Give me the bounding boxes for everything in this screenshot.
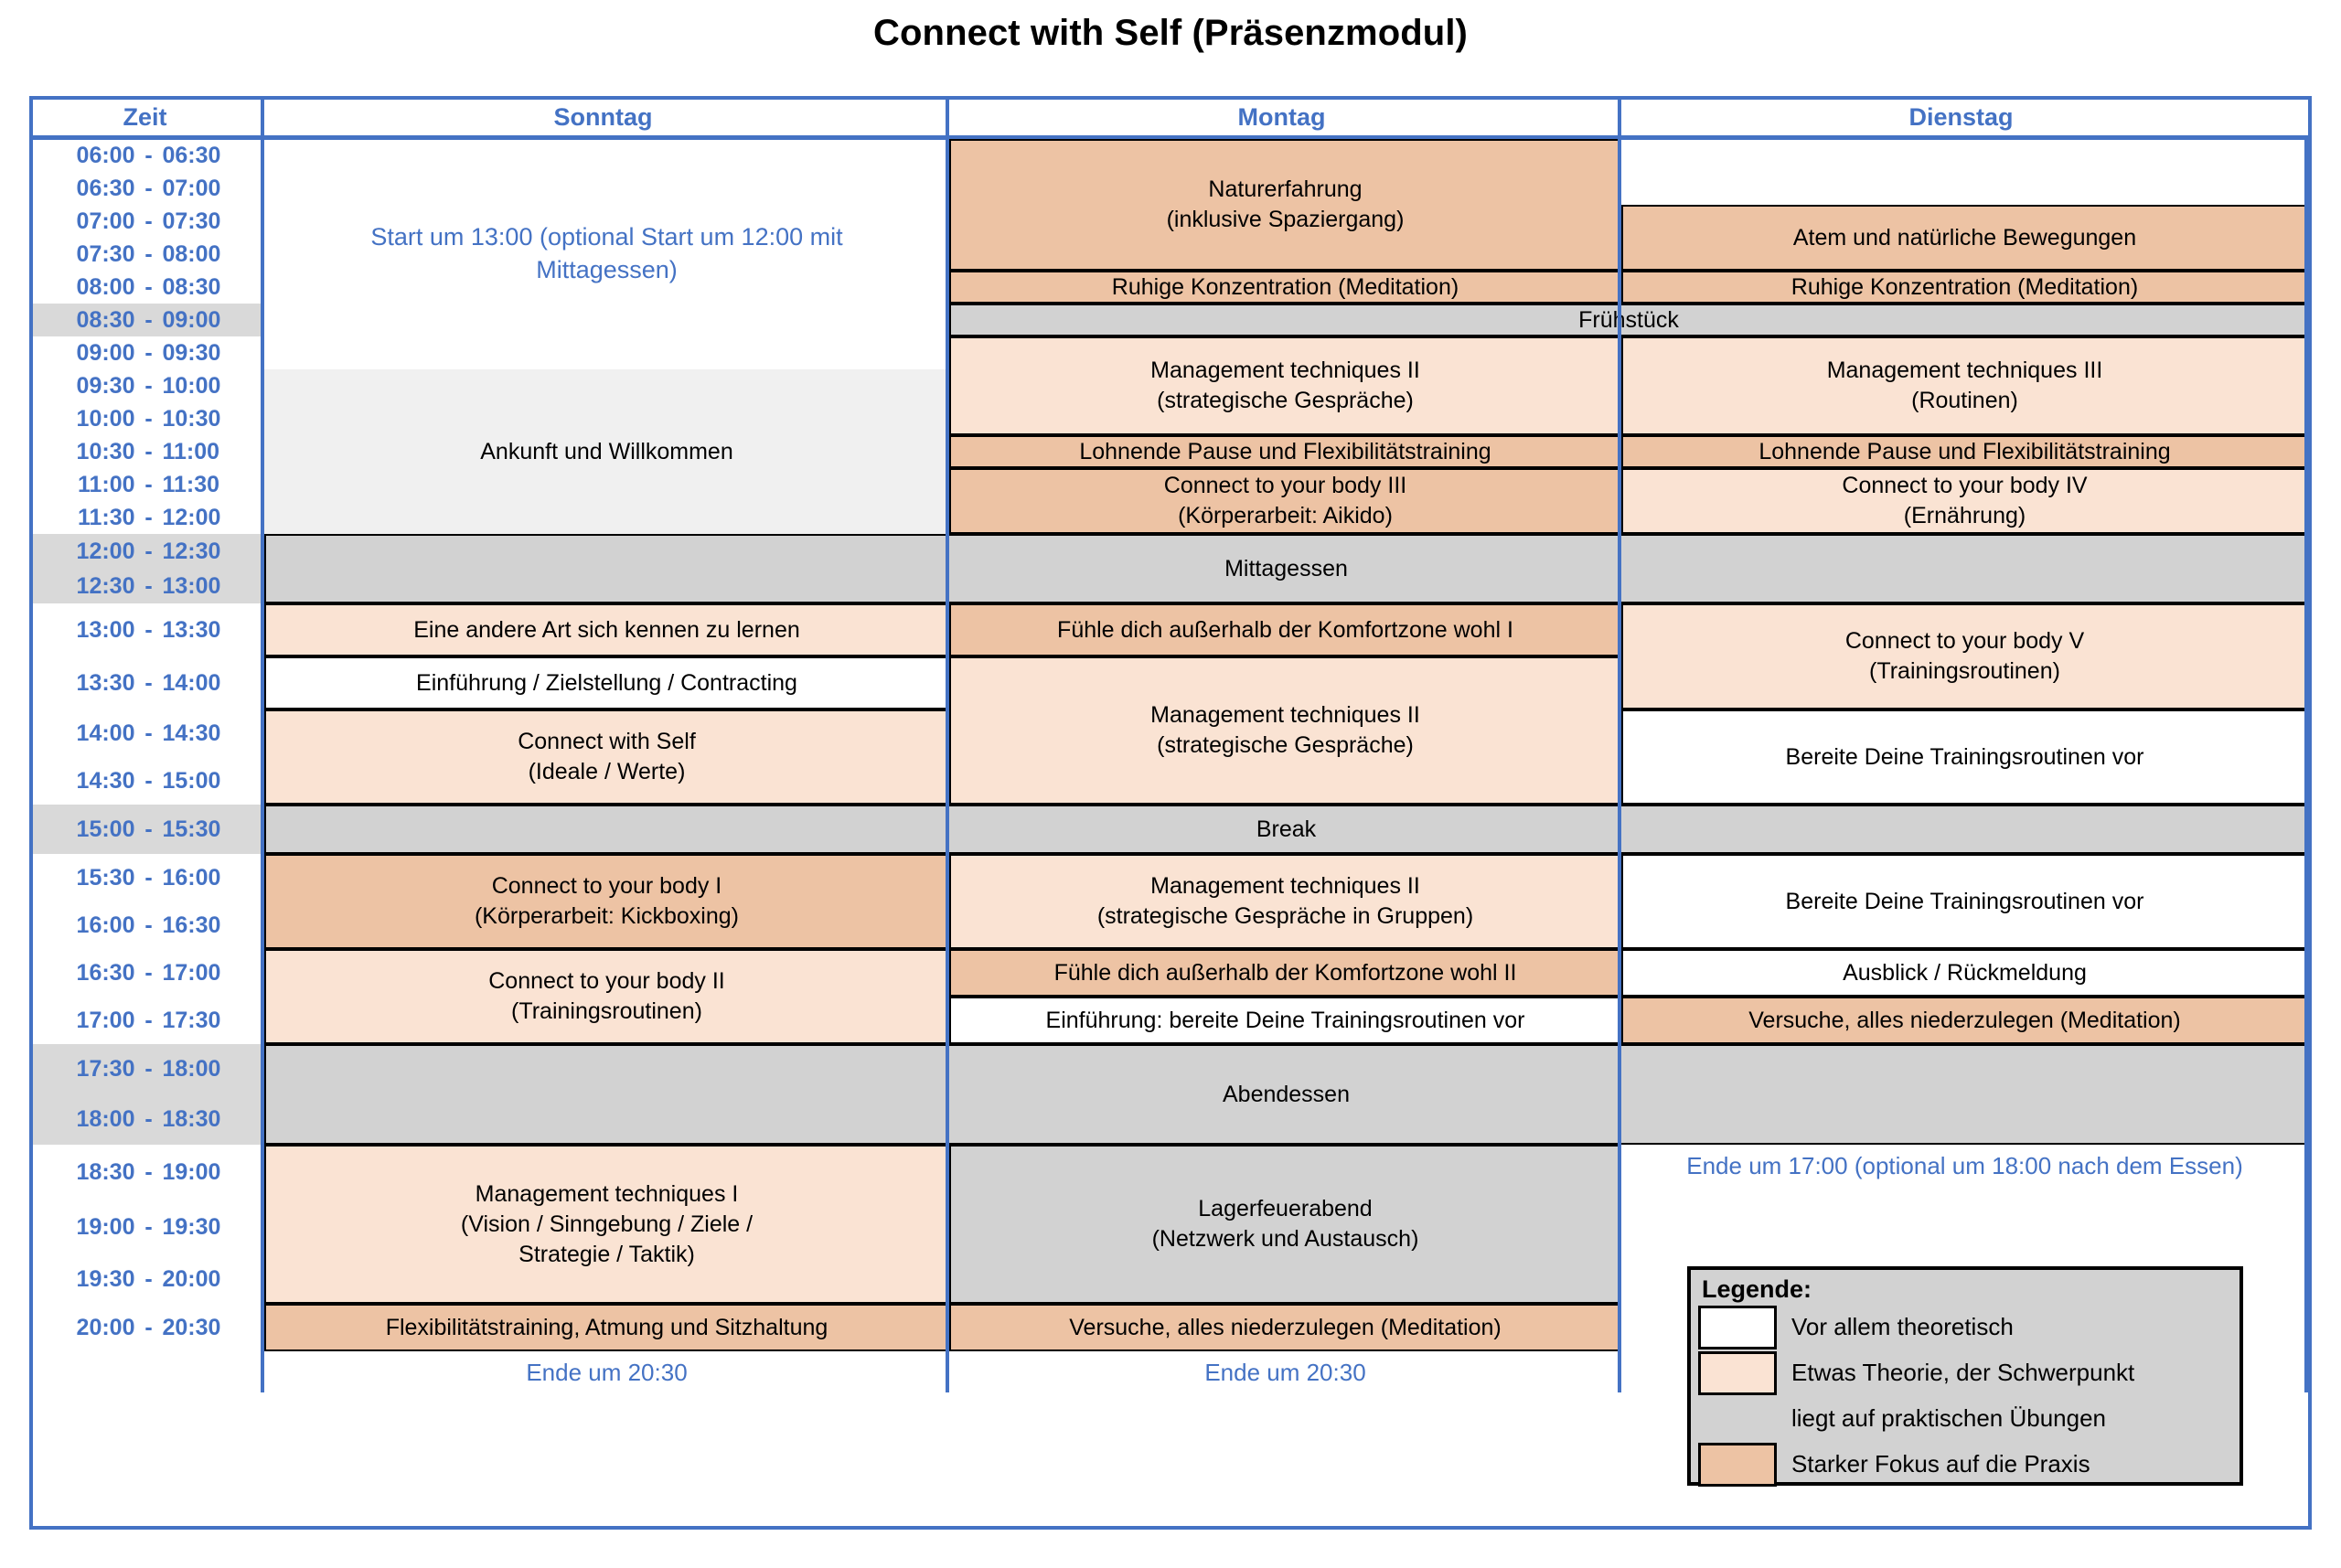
header-sonntag: Sonntag <box>553 103 653 131</box>
monday-management-techniques-2-morning: Management techniques II (strategische G… <box>949 336 1621 435</box>
legend-swatch-some-theory <box>1698 1351 1777 1395</box>
time-slot: 11:00-11:30 <box>77 471 220 497</box>
column-divider-dienstag <box>2304 139 2308 1392</box>
time-slot: 09:00-09:30 <box>76 339 221 366</box>
legend-item: Vor allem theoretisch <box>1698 1306 2239 1351</box>
time-slot: 19:00-19:30 <box>76 1213 221 1240</box>
time-slot: 08:30-09:00 <box>33 304 264 336</box>
legend-swatch-practice <box>1698 1443 1777 1487</box>
legend-title: Legende: <box>1702 1275 1812 1303</box>
column-divider-montag <box>1618 139 1621 1392</box>
time-slot: 13:30-14:00 <box>76 669 221 696</box>
monday-connect-body-3: Connect to your body III (Körperarbeit: … <box>949 468 1621 534</box>
monday-end-note: Ende um 20:30 <box>1204 1359 1366 1386</box>
time-slot: 15:00-15:30 <box>33 805 264 854</box>
time-slot: 18:30-19:00 <box>76 1158 221 1185</box>
legend-item: Starker Fokus auf die Praxis <box>1698 1443 2239 1488</box>
monday-management-techniques-2-afternoon: Management techniques II (strategische G… <box>949 656 1621 805</box>
legend-item-continued: liegt auf praktischen Übungen <box>1698 1397 2239 1443</box>
tuesday-prepare-routines-2: Bereite Deine Trainingsroutinen vor <box>1621 854 2308 949</box>
column-divider-time <box>261 139 264 1392</box>
sunday-arrival: Ankunft und Willkommen <box>264 369 949 534</box>
time-slot: 06:00-06:30 <box>76 142 221 168</box>
legend-swatch-spacer <box>1698 1397 1777 1441</box>
time-slot: 06:30-07:00 <box>76 175 221 201</box>
meal-row-dinner: Abendessen <box>264 1044 2308 1145</box>
meal-row-break: Break <box>264 805 2308 854</box>
time-slot: 19:30-20:00 <box>76 1265 221 1292</box>
sunday-kennenlernen: Eine andere Art sich kennen zu lernen <box>264 603 949 656</box>
table-outer-frame <box>29 96 2312 1530</box>
time-slot: 13:00-13:30 <box>76 616 221 643</box>
header-dienstag: Dienstag <box>1908 103 2014 131</box>
time-slot: 17:00-17:30 <box>76 1007 221 1033</box>
sunday-start-note: Start um 13:00 (optional Start um 12:00 … <box>370 223 843 283</box>
sunday-management-techniques-1: Management techniques I (Vision / Sinnge… <box>264 1145 949 1304</box>
monday-evening-meditation: Versuche, alles niederzulegen (Meditatio… <box>949 1304 1621 1351</box>
monday-morning-meditation: Ruhige Konzentration (Meditation) <box>949 271 1621 304</box>
tuesday-evening-meditation: Versuche, alles niederzulegen (Meditatio… <box>1621 997 2308 1044</box>
monday-komfortzone-1: Fühle dich außerhalb der Komfortzone woh… <box>949 603 1621 656</box>
header-divider-1 <box>261 98 264 137</box>
time-slot: 11:30-12:00 <box>77 504 221 530</box>
legend-swatch-theory <box>1698 1306 1777 1349</box>
tuesday-management-techniques-3: Management techniques III (Routinen) <box>1621 336 2308 435</box>
tuesday-end-note: Ende um 17:00 (optional um 18:00 nach de… <box>1686 1151 2243 1179</box>
monday-komfortzone-2: Fühle dich außerhalb der Komfortzone woh… <box>949 949 1621 997</box>
tuesday-breath-movement: Atem und natürliche Bewegungen <box>1621 205 2308 271</box>
monday-campfire-evening: Lagerfeuerabend (Netzwerk und Austausch) <box>949 1145 1621 1304</box>
sunday-einfuehrung: Einführung / Zielstellung / Contracting <box>264 656 949 709</box>
legend-box: Legende: Vor allem theoretisch Etwas The… <box>1687 1266 2243 1488</box>
time-slot: 12:00-12:30 <box>33 534 264 569</box>
time-slot: 15:30-16:00 <box>76 864 221 891</box>
time-slot: 18:00-18:30 <box>33 1094 264 1145</box>
monday-nature-experience: Naturerfahrung (inklusive Spaziergang) <box>949 139 1621 271</box>
tuesday-pause-flexibility: Lohnende Pause und Flexibilitätstraining <box>1621 435 2308 468</box>
time-slot: 08:00-08:30 <box>76 273 221 300</box>
monday-management-techniques-2-groups: Management techniques II (strategische G… <box>949 854 1621 949</box>
legend-label: liegt auf praktischen Übungen <box>1791 1404 2107 1432</box>
sunday-end-note: Ende um 20:30 <box>526 1359 688 1386</box>
meal-row-lunch: Mittagessen <box>264 534 2308 603</box>
legend-label: Etwas Theorie, der Schwerpunkt <box>1791 1359 2135 1386</box>
tuesday-outlook-feedback: Ausblick / Rückmeldung <box>1621 949 2308 997</box>
time-slot: 10:00-10:30 <box>76 405 221 432</box>
time-slot: 07:30-08:00 <box>76 240 221 267</box>
time-slot: 14:00-14:30 <box>76 720 221 746</box>
time-slot: 07:00-07:30 <box>76 208 221 234</box>
tuesday-prepare-routines-1: Bereite Deine Trainingsroutinen vor <box>1621 709 2308 805</box>
time-slot: 10:30-11:00 <box>76 438 220 464</box>
sunday-connect-body-1: Connect to your body I (Körperarbeit: Ki… <box>264 854 949 949</box>
time-slot: 16:30-17:00 <box>76 959 221 986</box>
monday-einfuehrung-routines: Einführung: bereite Deine Trainingsrouti… <box>949 997 1621 1044</box>
header-montag: Montag <box>1237 103 1326 131</box>
legend-label: Starker Fokus auf die Praxis <box>1791 1450 2090 1477</box>
time-slot: 16:00-16:30 <box>76 912 221 938</box>
page-title: Connect with Self (Präsenzmodul) <box>873 13 1468 53</box>
header-underline <box>29 135 2312 140</box>
column-divider-sonntag <box>946 139 949 1392</box>
time-slot: 17:30-18:00 <box>33 1044 264 1094</box>
header-divider-3 <box>1618 98 1621 137</box>
sunday-connect-body-2: Connect to your body II (Trainingsroutin… <box>264 949 949 1044</box>
tuesday-connect-body-5: Connect to your body V (Trainingsroutine… <box>1621 603 2308 709</box>
monday-pause-flexibility: Lohnende Pause und Flexibilitätstraining <box>949 435 1621 468</box>
legend-item: Etwas Theorie, der Schwerpunkt <box>1698 1351 2239 1397</box>
meal-row-breakfast: Frühstück <box>949 304 2308 336</box>
tuesday-connect-body-4: Connect to your body IV (Ernährung) <box>1621 468 2308 534</box>
time-slot: 12:30-13:00 <box>33 569 264 603</box>
table-header-row: Zeit Sonntag Montag Dienstag <box>29 96 2312 140</box>
time-slot: 20:00-20:30 <box>76 1314 221 1340</box>
time-slot: 14:30-15:00 <box>76 767 221 794</box>
header-zeit: Zeit <box>123 103 167 131</box>
legend-label: Vor allem theoretisch <box>1791 1313 2014 1340</box>
tuesday-morning-meditation: Ruhige Konzentration (Meditation) <box>1621 271 2308 304</box>
schedule-grid: 06:00-06:30 06:30-07:00 07:00-07:30 07:3… <box>33 139 2308 1526</box>
sunday-connect-with-self: Connect with Self (Ideale / Werte) <box>264 709 949 805</box>
header-divider-2 <box>946 98 949 137</box>
time-slot: 09:30-10:00 <box>76 372 221 399</box>
sunday-flexibility-training: Flexibilitätstraining, Atmung und Sitzha… <box>264 1304 949 1351</box>
